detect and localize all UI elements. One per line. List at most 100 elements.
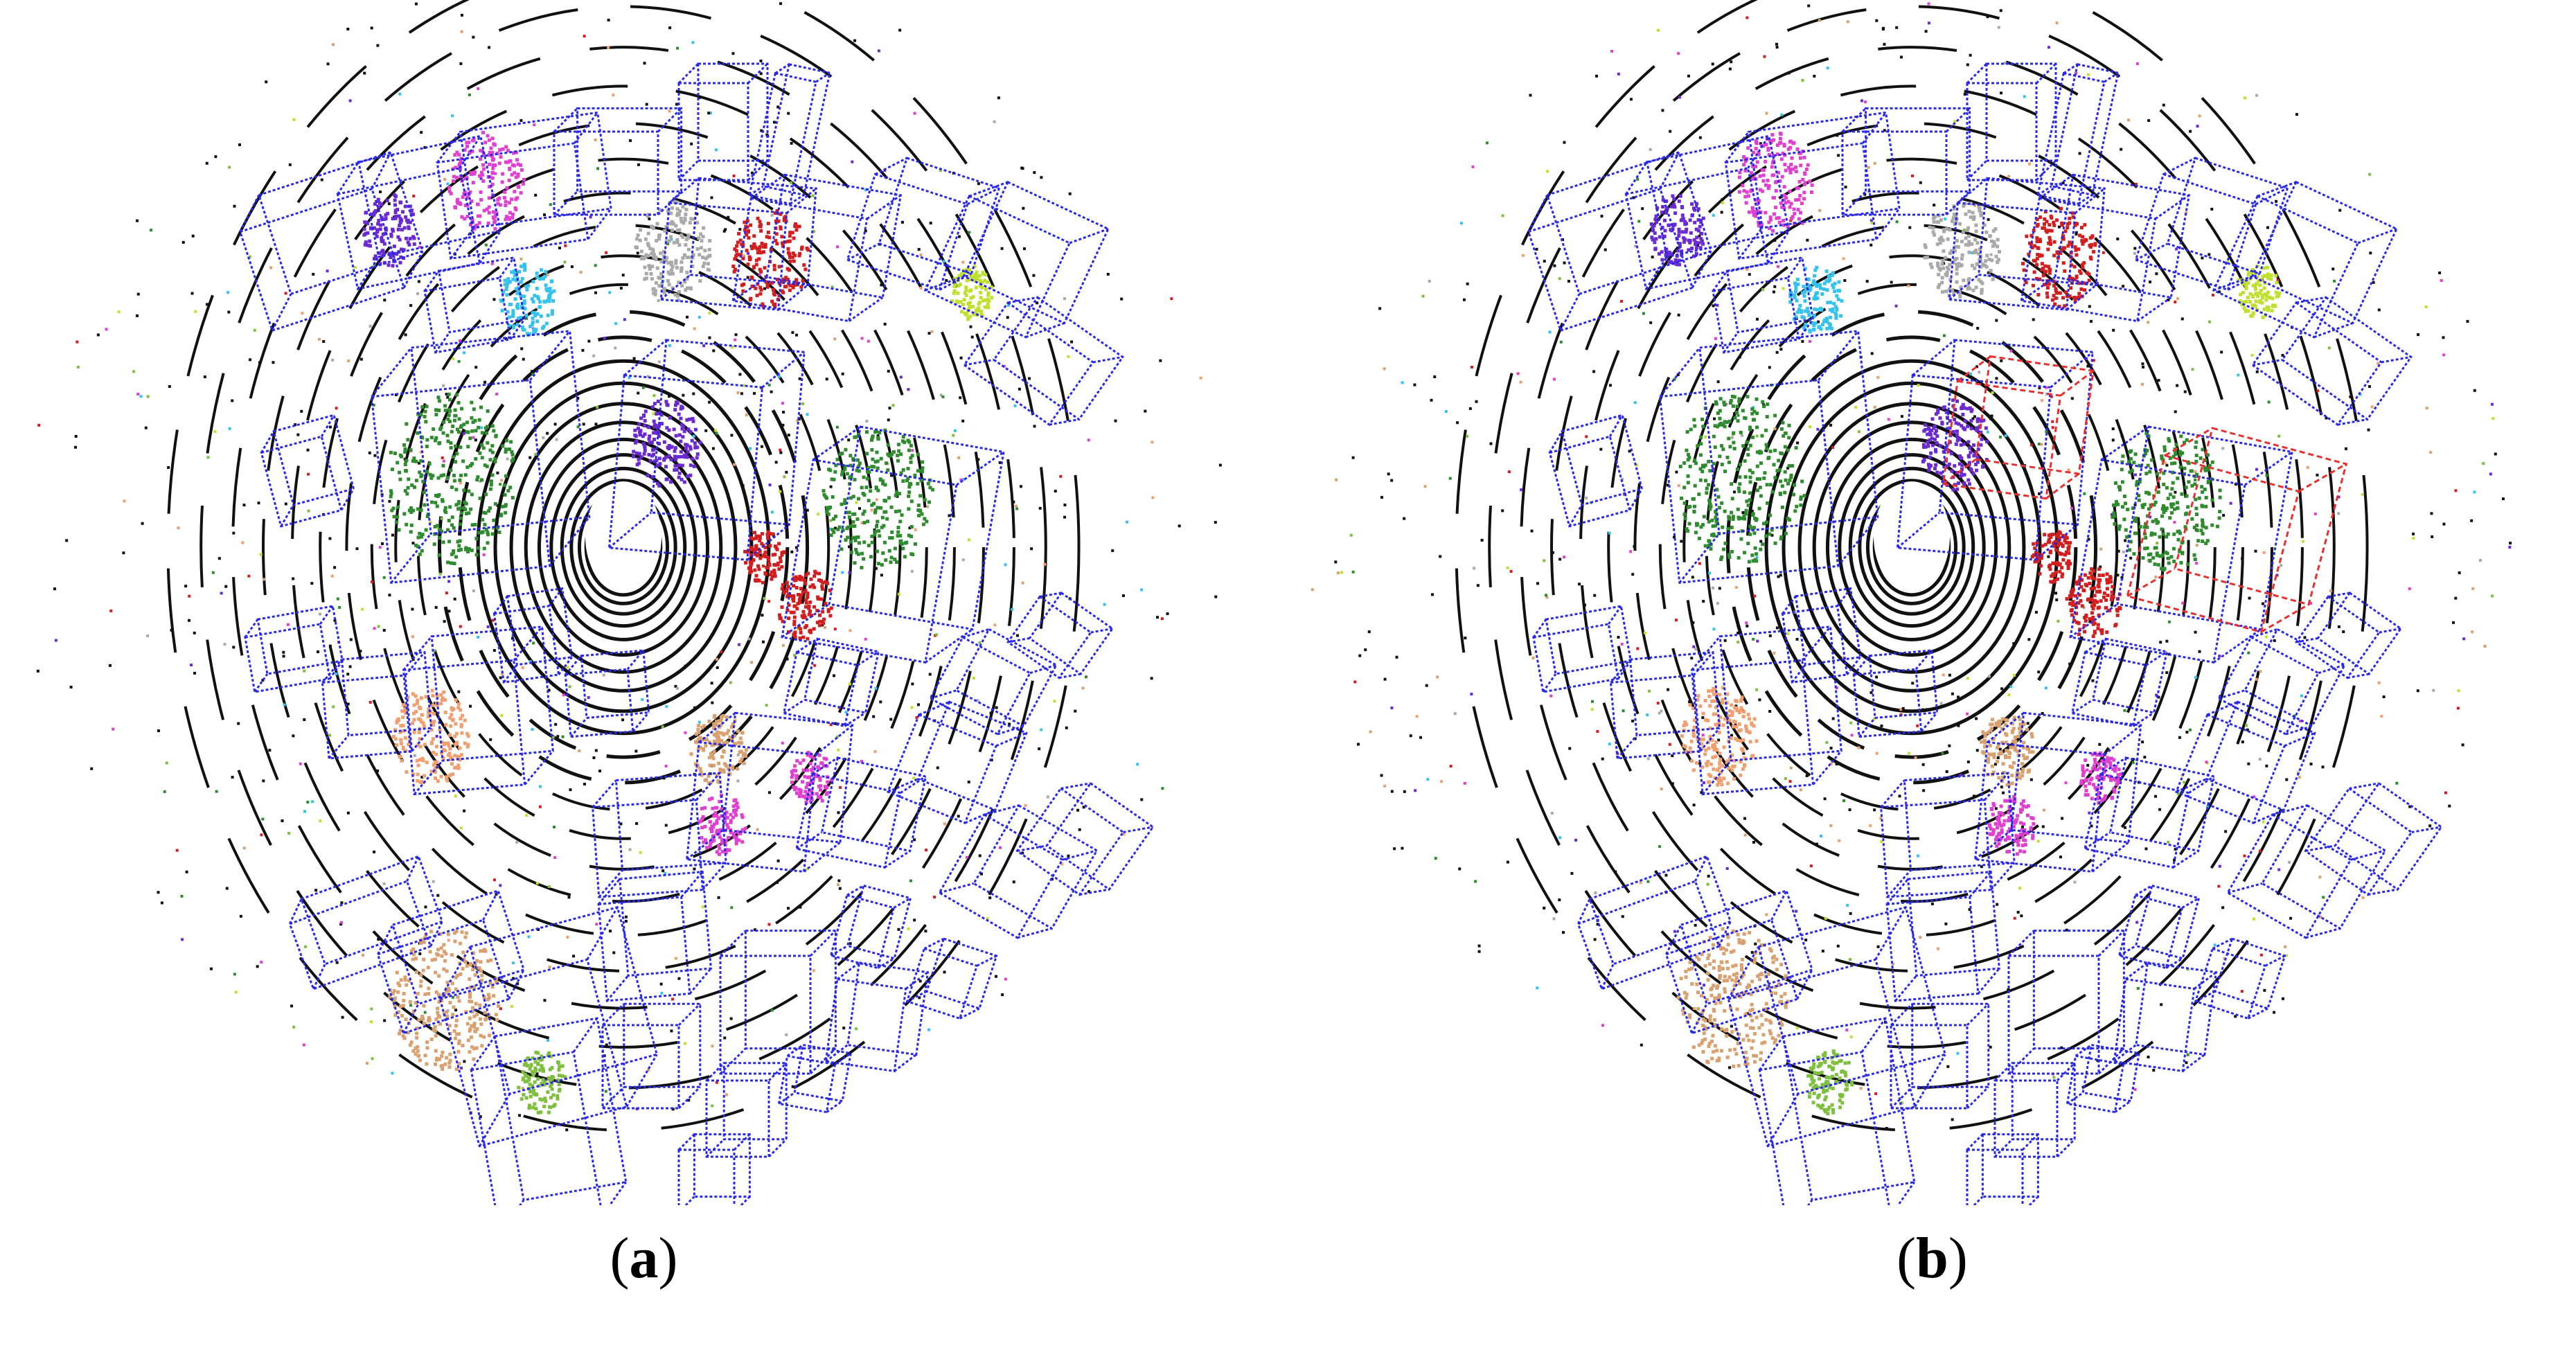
cluster-point bbox=[754, 286, 758, 290]
lidar-point bbox=[978, 854, 981, 858]
lidar-point bbox=[543, 213, 547, 217]
cluster-point bbox=[651, 287, 655, 292]
scan-ring bbox=[291, 122, 956, 972]
cluster-point bbox=[876, 488, 880, 492]
lidar-point bbox=[779, 451, 783, 454]
cluster-point bbox=[819, 788, 823, 792]
cluster-point bbox=[1727, 419, 1732, 423]
cluster-point bbox=[391, 217, 395, 221]
lidar-point bbox=[1553, 264, 1556, 267]
lidar-point bbox=[781, 643, 785, 647]
box-edge bbox=[601, 1181, 627, 1205]
cluster-point bbox=[396, 235, 400, 239]
lidar-point bbox=[2457, 689, 2460, 693]
lidar-point bbox=[2416, 689, 2419, 693]
lidar-point bbox=[781, 402, 784, 405]
cluster-point bbox=[425, 405, 429, 409]
cluster-point bbox=[907, 533, 911, 538]
lidar-point bbox=[2183, 781, 2186, 784]
cluster-point bbox=[393, 216, 398, 220]
lidar-point bbox=[743, 254, 746, 258]
cluster-point bbox=[416, 431, 420, 435]
lidar-point bbox=[2141, 740, 2144, 744]
cluster-point bbox=[1708, 502, 1712, 506]
cluster-point bbox=[916, 504, 921, 508]
lidar-point bbox=[1669, 130, 1672, 133]
cluster-point bbox=[745, 219, 749, 223]
lidar-point bbox=[1632, 196, 1635, 199]
lidar-point bbox=[1780, 113, 1784, 116]
lidar-point bbox=[2502, 497, 2505, 501]
cluster-point bbox=[440, 1054, 444, 1058]
cluster-point bbox=[668, 222, 673, 226]
lidar-point bbox=[2078, 152, 2081, 155]
cluster-point bbox=[907, 494, 911, 498]
cluster-point bbox=[447, 733, 452, 737]
cluster-point bbox=[450, 429, 454, 434]
cluster-point bbox=[809, 794, 813, 798]
cluster-point bbox=[433, 1024, 437, 1029]
cluster-point bbox=[470, 199, 474, 204]
lidar-point bbox=[2281, 353, 2284, 357]
lidar-point bbox=[2412, 537, 2415, 540]
lidar-point bbox=[2165, 639, 2169, 643]
cluster-point bbox=[730, 765, 734, 769]
lidar-point bbox=[1808, 1070, 1811, 1074]
cluster-point bbox=[856, 552, 860, 556]
cluster-point bbox=[806, 753, 810, 757]
cluster-point bbox=[741, 289, 745, 293]
box-edge bbox=[434, 331, 451, 353]
lidar-point bbox=[1622, 664, 1625, 667]
lidar-point bbox=[1120, 297, 1123, 301]
scan-ring bbox=[394, 254, 853, 840]
cluster-point bbox=[463, 204, 468, 208]
lidar-point bbox=[2349, 395, 2352, 398]
cluster-point bbox=[393, 198, 397, 202]
lidar-point bbox=[582, 423, 585, 426]
cluster-point bbox=[397, 528, 401, 532]
lidar-point bbox=[1590, 708, 1594, 711]
cluster-point bbox=[984, 287, 988, 292]
lidar-point bbox=[2034, 610, 2038, 614]
cluster-point bbox=[854, 435, 858, 439]
cluster-point bbox=[459, 722, 463, 727]
lidar-point bbox=[598, 770, 602, 773]
box-edge bbox=[509, 318, 526, 340]
lidar-point bbox=[1989, 1045, 1992, 1049]
cluster-point bbox=[900, 513, 904, 517]
cluster-point bbox=[454, 930, 459, 934]
cluster-point bbox=[674, 224, 678, 228]
cluster-point bbox=[792, 610, 796, 614]
cluster-point bbox=[490, 150, 495, 154]
lidar-point bbox=[1546, 170, 1549, 173]
cluster-point bbox=[843, 498, 847, 502]
lidar-point bbox=[1671, 754, 1674, 758]
cluster-point bbox=[498, 148, 502, 152]
lidar-point bbox=[759, 59, 763, 62]
cluster-point bbox=[781, 619, 785, 623]
lidar-point bbox=[939, 169, 942, 172]
cluster-point bbox=[420, 436, 425, 440]
box-face-front bbox=[829, 894, 896, 970]
cluster-point bbox=[423, 503, 427, 507]
cluster-point bbox=[810, 767, 814, 772]
lidar-point bbox=[1430, 398, 1433, 402]
lidar-point bbox=[1942, 673, 1945, 677]
lidar-point bbox=[477, 635, 480, 639]
lidar-point bbox=[348, 99, 352, 103]
lidar-point bbox=[1046, 795, 1049, 799]
lidar-point bbox=[715, 432, 718, 435]
lidar-point bbox=[715, 1081, 718, 1084]
cluster-point bbox=[434, 745, 438, 749]
lidar-point bbox=[109, 609, 113, 612]
box-face-back bbox=[357, 134, 502, 258]
box-edge bbox=[598, 869, 623, 898]
lidar-point bbox=[2143, 756, 2147, 759]
box-edge bbox=[459, 135, 481, 169]
box-edge bbox=[1062, 849, 1097, 861]
lidar-point bbox=[1882, 26, 1885, 30]
cluster-point bbox=[462, 506, 466, 510]
lidar-point bbox=[875, 498, 878, 501]
cluster-point bbox=[393, 728, 398, 732]
cluster-point bbox=[681, 435, 685, 439]
